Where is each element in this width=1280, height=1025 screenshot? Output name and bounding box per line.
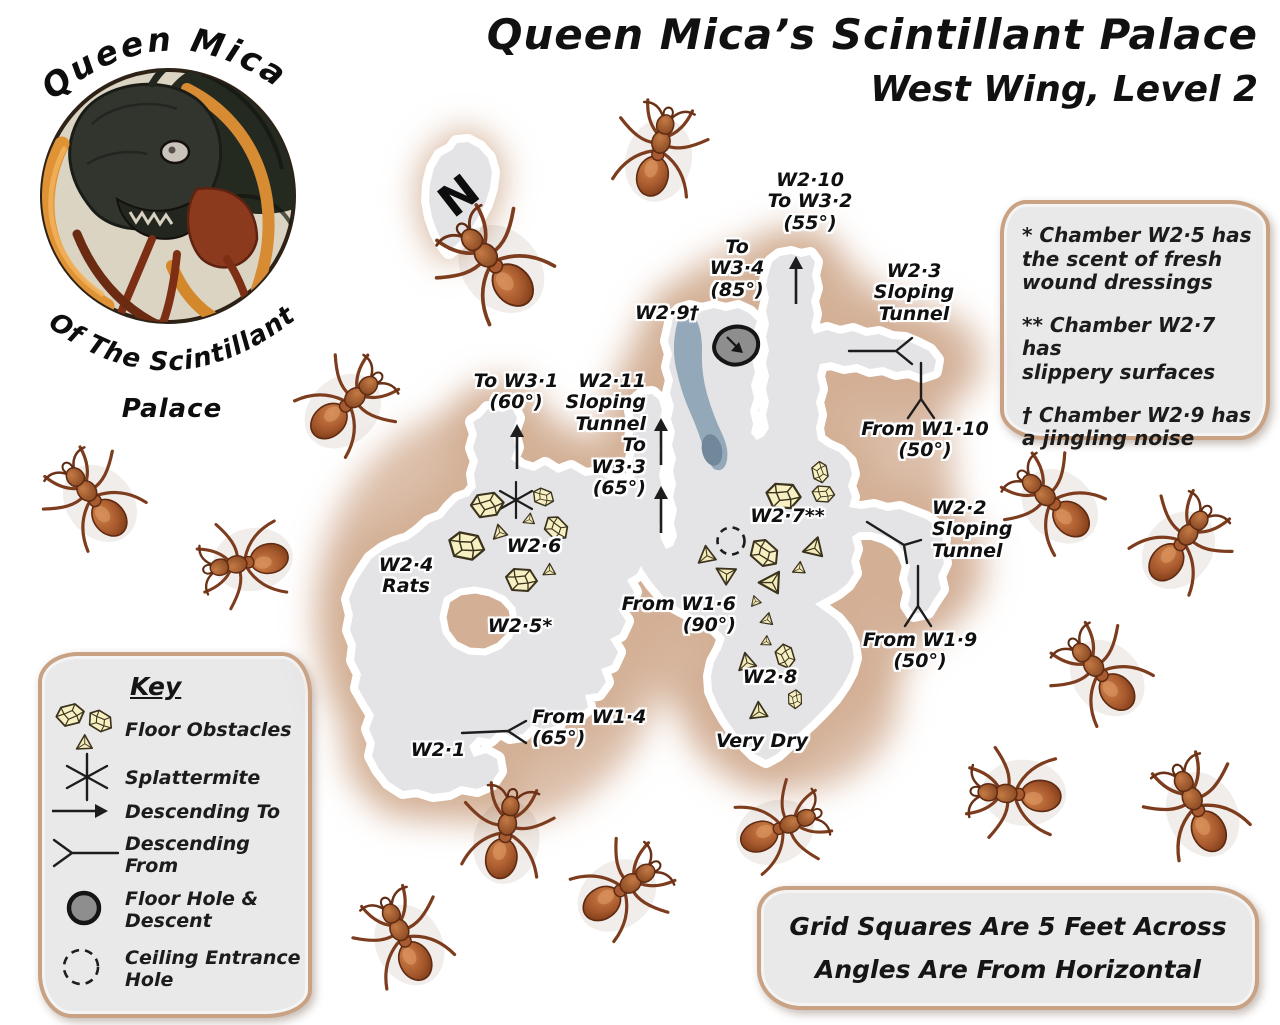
key-label-descending-from: Descending From (125, 833, 250, 878)
queen-ant-illustration (42, 70, 294, 322)
map-label-w2-5: W2·5* (487, 615, 553, 637)
map-label-w2-7: W2·7** (750, 505, 825, 527)
map-label-from-w1-10: From W1·10 (50°) (861, 418, 989, 462)
water-pool (673, 317, 728, 471)
scale-note-box: Grid Squares Are 5 Feet Across Angles Ar… (757, 886, 1259, 1010)
badge-circle (40, 68, 296, 324)
ceiling-entrance-icon (716, 526, 746, 556)
badge-arc-top-text: Queen Mica (34, 19, 296, 107)
map-title: Queen Mica’s Scintillant Palace West Win… (487, 10, 1258, 110)
key-label-descending-to: Descending To (125, 801, 281, 823)
map-label-from-w1-6: From W1·6 (90°) (621, 593, 736, 637)
map-label-w2-11: W2·11 Sloping Tunnel To W3·3 (65°) (565, 370, 647, 500)
note-w2-5: * Chamber W2·5 has the scent of fresh wo… (1022, 223, 1252, 295)
cave-floor (349, 142, 944, 794)
map-label-w2-6: W2·6 (506, 535, 562, 557)
note-w2-9: † Chamber W2·9 has a jingling noise (1022, 402, 1252, 451)
map-label-w2-4: W2·4 Rats (378, 554, 434, 598)
water-deep-spot (701, 434, 723, 466)
note-w2-7: ** Chamber W2·7 has slippery surfaces (1022, 312, 1216, 384)
map-label-w2-10: W2·10 To W3·2 (55°) (767, 169, 853, 234)
key-label-splattermite: Splattermite (125, 767, 261, 789)
cave-white-rim (349, 142, 944, 794)
scale-note-line1: Grid Squares Are 5 Feet Across (789, 912, 1227, 941)
map-label-w2-2: W2·2 Sloping Tunnel (932, 497, 1013, 562)
map-label-w2-3: W2·3 Sloping Tunnel (873, 260, 955, 325)
map-title-line2: West Wing, Level 2 (870, 69, 1258, 110)
key-label-ceiling-entrance: Ceiling Entrance Hole (125, 947, 301, 992)
north-marker-label: N (429, 165, 489, 228)
map-title-line1: Queen Mica’s Scintillant Palace (486, 10, 1258, 59)
queen-mica-badge: Queen Mica Of The Scintillant Palace (34, 19, 301, 424)
map-label-to-w3-4: To W3·4 (85°) (709, 236, 765, 301)
map-label-w2-8: W2·8 (742, 666, 798, 688)
key-label-floor-hole: Floor Hole & Descent (125, 888, 259, 933)
badge-arc-bottom-text: Of The Scintillant (43, 300, 301, 378)
chamber-notes-box: * Chamber W2·5 has the scent of fresh wo… (1000, 200, 1270, 450)
splattermite-icon (498, 480, 534, 520)
key-label-floor-obstacles: Floor Obstacles (125, 719, 292, 741)
scale-note-line2: Angles Are From Horizontal (815, 955, 1201, 984)
key-title: Key (130, 672, 182, 701)
map-label-from-w1-9: From W1·9 (50°) (862, 629, 978, 673)
map-label-very-dry: Very Dry (715, 730, 809, 752)
floor-hole-icon (712, 324, 761, 367)
badge-caption-text: Palace (122, 394, 222, 424)
map-label-from-w1-4: From W1·4 (65°) (532, 706, 647, 750)
map-label-w2-9: W2·9† (634, 302, 700, 324)
map-label-w2-1: W2·1 (410, 739, 466, 761)
